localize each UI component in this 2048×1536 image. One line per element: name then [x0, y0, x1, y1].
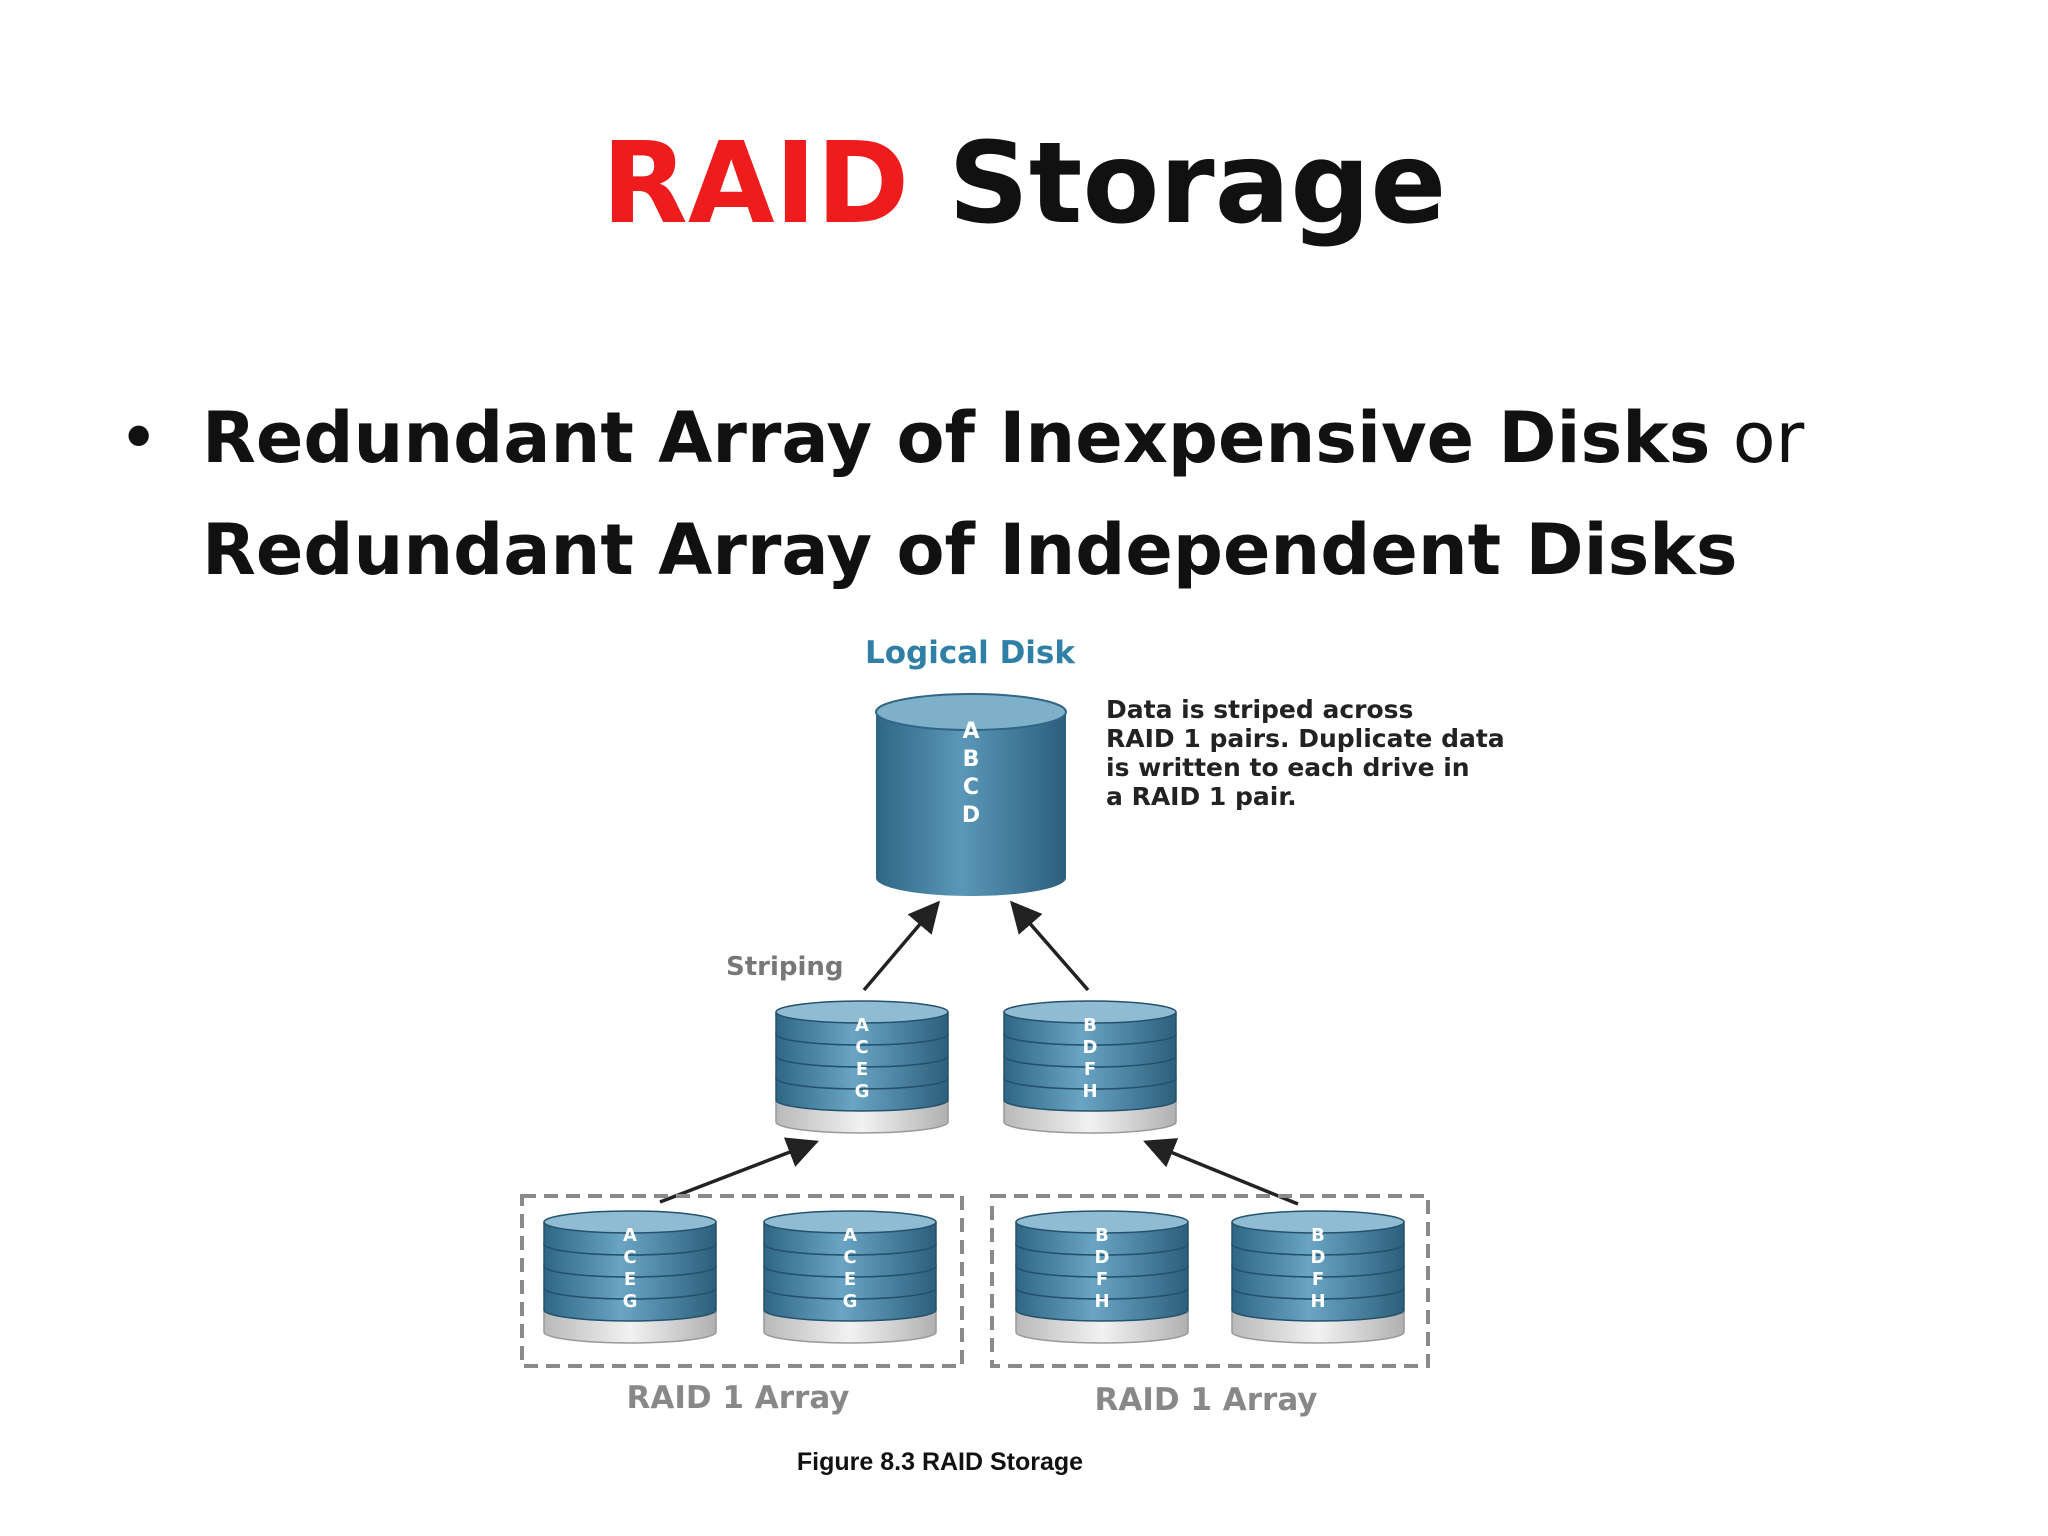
- logical-disk-letter-d: D: [962, 803, 980, 828]
- disk-letter: H: [1082, 1081, 1097, 1102]
- raid1-array-box-left: [520, 1194, 964, 1368]
- note-line-2: RAID 1 pairs. Duplicate data: [1106, 724, 1505, 753]
- logical-disk: A B C D: [875, 693, 1067, 896]
- raid1-array-label-left: RAID 1 Array: [626, 1380, 849, 1416]
- figure-caption: Figure 8.3 RAID Storage: [797, 1448, 1083, 1476]
- disk-letter: H: [1094, 1291, 1109, 1312]
- disk-letter: D: [1311, 1247, 1326, 1268]
- bullet-marker: •: [118, 397, 160, 479]
- disk-letter: C: [623, 1247, 636, 1268]
- arrow-stripe-left: [862, 900, 941, 992]
- logical-disk-letter-b: B: [963, 747, 980, 772]
- bullet-line1-connector: or: [1732, 397, 1805, 479]
- disk-letter: F: [1312, 1269, 1324, 1290]
- raid1-array-box-right: [990, 1194, 1430, 1368]
- arrow-array-right: [1143, 1138, 1299, 1206]
- disk-letter: C: [855, 1037, 868, 1058]
- logical-disk-letter-a: A: [962, 719, 979, 744]
- disk-letter: G: [623, 1291, 638, 1312]
- raid1-array-label-right: RAID 1 Array: [1094, 1382, 1317, 1418]
- arrow-array-left: [659, 1137, 819, 1204]
- disk-letter: A: [623, 1225, 637, 1246]
- disk-letter: A: [843, 1225, 857, 1246]
- disk-letter: B: [1311, 1225, 1325, 1246]
- disk-letter: H: [1310, 1291, 1325, 1312]
- bullet-line2-bold: Redundant Array of Independent Disks: [202, 509, 1738, 591]
- disk-letter: D: [1095, 1247, 1110, 1268]
- disk-letter: G: [855, 1081, 870, 1102]
- logical-disk-letter-c: C: [963, 775, 979, 800]
- raid-note: Data is striped across RAID 1 pairs. Dup…: [1106, 695, 1505, 811]
- disk-letter: F: [1096, 1269, 1108, 1290]
- bullet-line1-bold: Redundant Array of Inexpensive Disks: [202, 397, 1711, 479]
- title-accent-word: RAID: [601, 119, 910, 249]
- disk-letter: C: [843, 1247, 856, 1268]
- disk-letter: A: [855, 1015, 869, 1036]
- note-line-1: Data is striped across: [1106, 695, 1413, 724]
- disk-letter: E: [624, 1269, 636, 1290]
- striping-label: Striping: [726, 952, 844, 982]
- disk-letter: G: [843, 1291, 858, 1312]
- title-rest: Storage: [948, 119, 1447, 249]
- disk-letter: E: [856, 1059, 868, 1080]
- logical-disk-label: Logical Disk: [865, 635, 1076, 671]
- note-line-4: a RAID 1 pair.: [1106, 782, 1297, 811]
- disk-letter: F: [1084, 1059, 1096, 1080]
- note-line-3: is written to each drive in: [1106, 753, 1470, 782]
- bullet-item: Redundant Array of Inexpensive Disks or …: [202, 382, 1942, 606]
- disk-letter: D: [1083, 1037, 1098, 1058]
- arrow-stripe-right: [1009, 900, 1090, 992]
- disk-letter: B: [1095, 1225, 1109, 1246]
- disk-letter: E: [844, 1269, 856, 1290]
- slide-title: RAID Storage: [0, 128, 2048, 240]
- disk-letter: B: [1083, 1015, 1097, 1036]
